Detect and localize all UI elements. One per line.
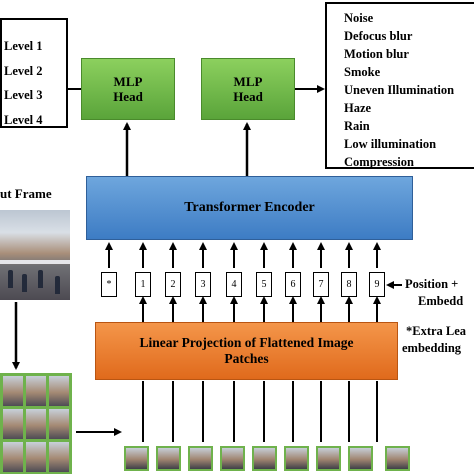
input-frame-label: ut Frame	[0, 186, 52, 201]
grid-cell	[26, 442, 46, 472]
mlp-head-2-label: MLP Head	[233, 74, 263, 104]
token-1: 1	[135, 272, 151, 297]
noise-type-item: Defocus blur	[344, 29, 413, 43]
mlp-head-1-label: MLP Head	[113, 74, 143, 104]
token-6: 6	[285, 272, 301, 297]
token-5: 5	[256, 272, 272, 297]
level-2-label: Level 2	[4, 64, 43, 78]
flattened-patch	[220, 446, 245, 471]
flattened-patch	[188, 446, 213, 471]
linear-projection-box: Linear Projection of Flattened Image Pat…	[95, 322, 398, 380]
token-9: 9	[369, 272, 385, 297]
person-shape	[22, 274, 27, 292]
extra-embedding-label: *Extra Lea	[406, 324, 467, 338]
token-extra: *	[101, 272, 117, 297]
flattened-patch	[385, 446, 410, 471]
level-3-label: Level 3	[4, 88, 43, 102]
projection-to-token-arrows	[139, 296, 381, 322]
noise-type-item: Rain	[344, 119, 370, 133]
patch-grid-image	[0, 373, 72, 474]
flattened-patch	[156, 446, 181, 471]
noise-type-item: Haze	[344, 101, 372, 115]
person-shape	[38, 270, 43, 288]
grid-cell	[26, 376, 46, 406]
flattened-patch	[124, 446, 149, 471]
position-embedding-label-2: Embedd	[418, 294, 464, 308]
noise-type-item: Noise	[344, 11, 374, 25]
token-4: 4	[226, 272, 242, 297]
noise-types-box: Noise Defocus blur Motion blur Smoke Une…	[325, 2, 474, 169]
noise-type-item: Low illumination	[344, 137, 437, 151]
mlp-head-2: MLP Head	[201, 58, 295, 120]
transformer-encoder-label: Transformer Encoder	[184, 200, 315, 215]
patch-to-projection-lines	[142, 381, 378, 442]
person-shape	[55, 276, 60, 294]
noise-type-item: Motion blur	[344, 47, 409, 61]
level-1-label: Level 1	[4, 39, 43, 53]
grid-cell	[3, 376, 23, 406]
level-4-label: Level 4	[4, 113, 43, 127]
grid-cell	[49, 376, 69, 406]
token-7: 7	[313, 272, 329, 297]
flattened-patch	[348, 446, 373, 471]
flattened-patch	[316, 446, 341, 471]
grid-cell	[49, 442, 69, 472]
mlp-head-1: MLP Head	[81, 58, 175, 120]
grid-cell	[3, 442, 23, 472]
token-8: 8	[341, 272, 357, 297]
levels-box: Level 1 Level 2 Level 3 Level 4	[0, 18, 68, 128]
grid-cell	[3, 409, 23, 439]
noise-type-item: Uneven Illumination	[344, 83, 455, 97]
token-to-encoder-arrows	[105, 242, 381, 268]
grid-cell	[26, 409, 46, 439]
noise-type-item: Smoke	[344, 65, 381, 79]
grid-cell	[49, 409, 69, 439]
extra-embedding-label-2: embedding	[402, 341, 462, 355]
person-shape	[8, 270, 13, 288]
token-3: 3	[195, 272, 211, 297]
position-embedding-label: Position +	[405, 277, 459, 291]
railing-shape	[0, 260, 70, 264]
token-2: 2	[165, 272, 181, 297]
input-frame-image	[0, 210, 70, 300]
flattened-patch	[252, 446, 277, 471]
linear-projection-label: Linear Projection of Flattened Image Pat…	[139, 335, 354, 366]
noise-type-item: Compression	[344, 155, 414, 169]
transformer-encoder-box: Transformer Encoder	[86, 176, 413, 240]
flattened-patch	[284, 446, 309, 471]
